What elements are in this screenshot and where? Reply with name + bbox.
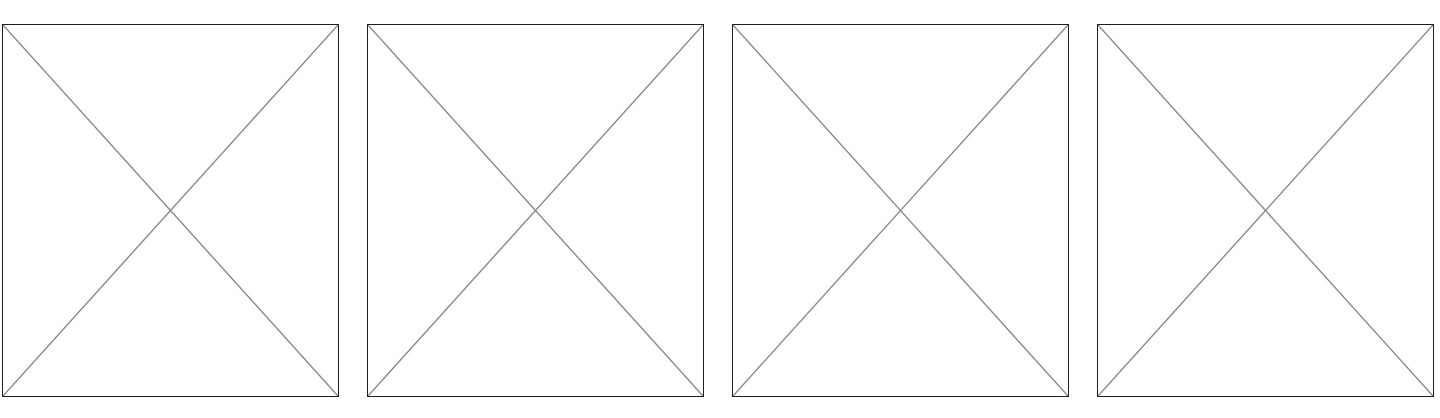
image-placeholder-icon bbox=[733, 25, 1068, 396]
image-placeholder-tile-3[interactable] bbox=[732, 24, 1069, 397]
image-placeholder-icon bbox=[3, 25, 338, 396]
image-placeholder-icon bbox=[1098, 25, 1433, 396]
image-placeholder-icon bbox=[368, 25, 703, 396]
image-placeholder-tile-2[interactable] bbox=[367, 24, 704, 397]
image-placeholder-grid bbox=[2, 24, 1436, 398]
image-placeholder-tile-4[interactable] bbox=[1097, 24, 1434, 397]
image-placeholder-tile-1[interactable] bbox=[2, 24, 339, 397]
